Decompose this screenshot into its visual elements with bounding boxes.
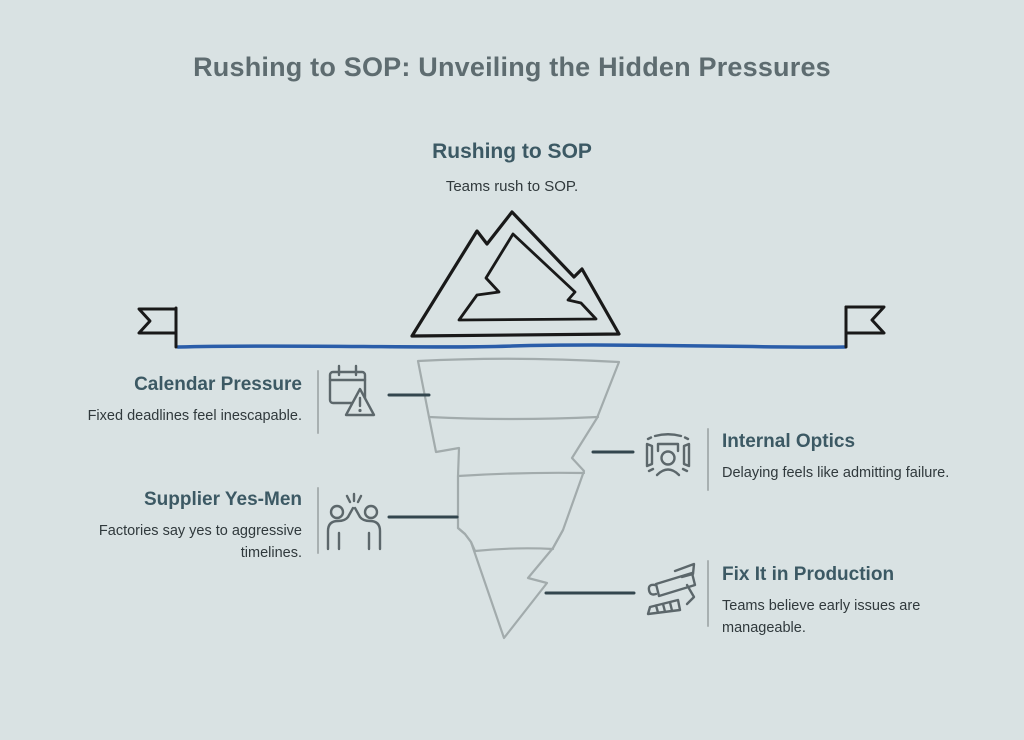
- iceberg-left-jag: [456, 526, 477, 553]
- mountain-icon: [410, 210, 621, 338]
- section-body: Delaying feels like admitting failure.: [722, 464, 950, 481]
- iceberg-outline: [416, 357, 621, 640]
- section-supplier-yes-men: Supplier Yes-Men Factories say yes to ag…: [50, 489, 302, 564]
- section-internal-optics: Internal Optics Delaying feels like admi…: [722, 431, 972, 485]
- right-flag-icon: [844, 305, 886, 349]
- iceberg-segment-line-3: [473, 547, 555, 553]
- waterline: [176, 343, 847, 349]
- section-heading: Calendar Pressure: [134, 374, 302, 395]
- spotlight-person-icon: [645, 433, 691, 477]
- iceberg-segment-line-2: [456, 471, 586, 478]
- section-body: Factories say yes to aggressive timeline…: [98, 522, 302, 561]
- iceberg-segment-line-1: [427, 415, 600, 421]
- high-five-icon: [326, 492, 382, 551]
- surface-body: Teams rush to SOP.: [445, 178, 579, 195]
- section-fix-it-in-production: Fix It in Production Teams believe early…: [722, 564, 950, 639]
- cast-bandage-icon: [646, 562, 697, 616]
- section-heading: Fix It in Production: [722, 564, 895, 585]
- iceberg-underwater: [416, 357, 621, 640]
- section-heading: Internal Optics: [722, 431, 856, 452]
- iceberg-right-jag: [551, 528, 565, 550]
- section-calendar-pressure: Calendar Pressure Fixed deadlines feel i…: [50, 374, 302, 428]
- surface-section: Rushing to SOP Teams rush to SOP.: [0, 140, 1024, 195]
- section-heading: Supplier Yes-Men: [143, 489, 302, 510]
- page-title: Rushing to SOP: Unveiling the Hidden Pre…: [193, 52, 831, 82]
- left-flag-icon: [137, 306, 178, 349]
- surface-heading: Rushing to SOP: [432, 140, 592, 163]
- section-body: Fixed deadlines feel inescapable.: [87, 407, 302, 424]
- section-body: Teams believe early issues are manageabl…: [722, 597, 921, 636]
- calendar-alert-icon: [328, 364, 376, 417]
